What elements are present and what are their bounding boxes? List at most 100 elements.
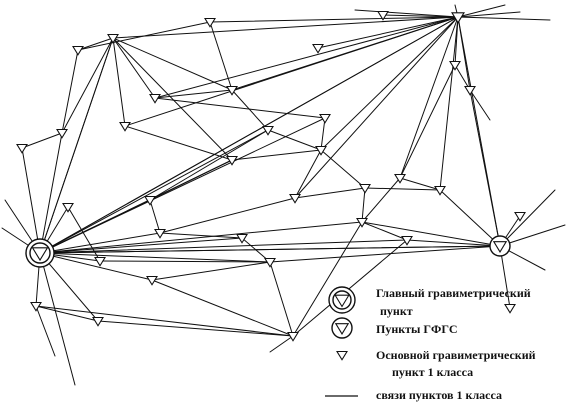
network-link bbox=[231, 149, 322, 161]
network-link bbox=[454, 64, 471, 91]
network-link-stub bbox=[457, 11, 521, 18]
network-link bbox=[154, 89, 233, 99]
network-link bbox=[39, 245, 501, 254]
ggfs-point-triangle bbox=[492, 241, 508, 253]
class1-point bbox=[236, 233, 248, 244]
legend-ggfs-symbol bbox=[331, 317, 353, 339]
network-link bbox=[399, 177, 441, 191]
network-link bbox=[149, 129, 269, 201]
class1-point bbox=[262, 125, 274, 136]
network-link bbox=[39, 129, 269, 254]
network-link bbox=[21, 147, 41, 254]
network-link bbox=[269, 261, 294, 337]
class1-point bbox=[394, 173, 406, 184]
class1-point bbox=[449, 60, 461, 71]
class1-point bbox=[107, 33, 119, 44]
network-links bbox=[1, 4, 566, 386]
network-link bbox=[399, 16, 459, 179]
network-link bbox=[77, 21, 211, 51]
network-link bbox=[67, 206, 101, 262]
network-link bbox=[112, 37, 126, 127]
network-link bbox=[99, 260, 271, 263]
class1-point bbox=[401, 235, 413, 246]
network-link bbox=[39, 237, 243, 254]
class1-point bbox=[287, 331, 299, 342]
ggfs-point bbox=[489, 235, 511, 257]
main-gravimetric-point bbox=[25, 238, 55, 268]
network-link bbox=[149, 199, 161, 234]
legend-main-point-symbol-triangle bbox=[334, 294, 350, 308]
network-link bbox=[317, 16, 459, 49]
network-link bbox=[269, 245, 501, 263]
class1-point bbox=[204, 17, 216, 28]
network-link bbox=[124, 16, 459, 127]
network-link bbox=[361, 221, 408, 241]
class1-point bbox=[359, 183, 371, 194]
class1-point bbox=[146, 275, 158, 286]
network-link bbox=[154, 16, 459, 99]
network-link-stub bbox=[35, 305, 56, 357]
network-link bbox=[151, 261, 271, 281]
class1-point bbox=[464, 85, 476, 96]
network-link-stub bbox=[354, 9, 459, 18]
network-link bbox=[112, 37, 233, 161]
network-link bbox=[294, 187, 366, 199]
class1-point bbox=[92, 316, 104, 327]
network-link bbox=[39, 37, 114, 254]
network-link-stub bbox=[499, 189, 556, 247]
network-link bbox=[39, 221, 363, 254]
network-link bbox=[361, 177, 401, 223]
legend-main-point-label-2: пункт bbox=[380, 304, 413, 318]
class1-point bbox=[226, 155, 238, 166]
legend-class1-label: Основной гравиметрический bbox=[376, 348, 536, 362]
network-points bbox=[16, 10, 526, 342]
legend-links-label: связи пунктов 1 класса bbox=[376, 388, 502, 402]
class1-point-top bbox=[451, 12, 465, 24]
class1-point bbox=[149, 93, 161, 104]
legend-ggfs-label: Пункты ГФГС bbox=[376, 322, 458, 336]
class1-point bbox=[434, 185, 446, 196]
network-link bbox=[294, 149, 322, 199]
network-link bbox=[320, 16, 459, 151]
class1-point bbox=[226, 85, 238, 96]
class1-point bbox=[312, 43, 324, 54]
network-link bbox=[364, 187, 441, 191]
network-link bbox=[154, 97, 326, 119]
legend-class1-label-2: пункт 1 класса bbox=[392, 365, 474, 379]
class1-point bbox=[356, 217, 368, 228]
network-link bbox=[112, 16, 459, 39]
network-link bbox=[149, 159, 233, 201]
network-link bbox=[399, 64, 456, 179]
network-link bbox=[39, 252, 99, 322]
network-link bbox=[320, 117, 326, 151]
network-link bbox=[209, 16, 459, 23]
network-link bbox=[39, 232, 161, 254]
network-link bbox=[77, 37, 114, 51]
network-link bbox=[292, 239, 408, 337]
network-link bbox=[39, 132, 63, 254]
network-link bbox=[61, 37, 114, 134]
network-link bbox=[294, 16, 459, 199]
class1-point bbox=[377, 10, 389, 21]
network-link bbox=[35, 305, 294, 337]
network-link bbox=[439, 189, 501, 247]
network-link bbox=[320, 149, 366, 189]
network-link bbox=[361, 221, 501, 247]
legend-ggfs-symbol-triangle bbox=[334, 323, 350, 335]
class1-point bbox=[154, 228, 166, 239]
network-link bbox=[39, 16, 459, 254]
legend-main-point-label: Главный гравиметрический bbox=[376, 286, 531, 300]
network-link bbox=[159, 197, 296, 234]
class1-point bbox=[16, 143, 28, 154]
network-link bbox=[21, 132, 63, 149]
network-link-stub bbox=[269, 335, 294, 353]
network-link-stub bbox=[457, 4, 506, 18]
network-link bbox=[439, 16, 459, 191]
class1-point bbox=[289, 193, 301, 204]
legend-main-point-symbol bbox=[328, 286, 356, 314]
class1-point bbox=[119, 121, 131, 132]
class1-point bbox=[319, 113, 331, 124]
network-link bbox=[159, 232, 243, 239]
network-link bbox=[382, 14, 459, 18]
